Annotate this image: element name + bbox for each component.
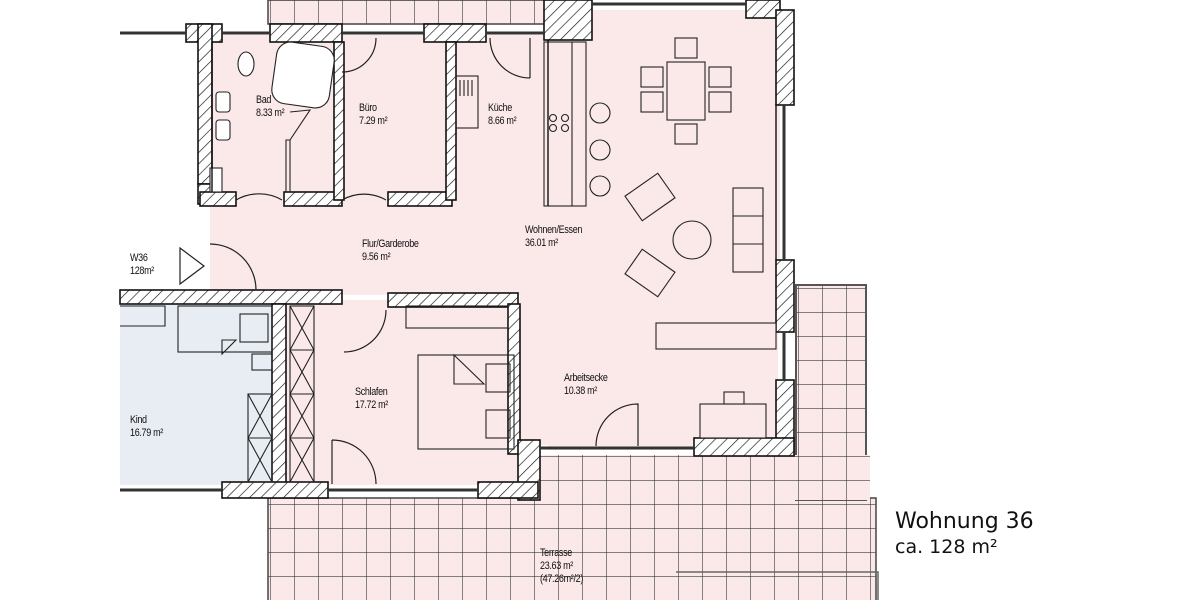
room-name: Bad [256,94,272,106]
room-name: Wohnen/Essen [525,224,583,236]
room-area: 16.79 m² [130,427,163,439]
room-area: 36.01 m² [525,237,558,249]
terrace-top [267,0,547,25]
room-area: 8.66 m² [488,115,517,127]
terrace-bottom [267,284,879,600]
living-furniture [624,37,777,439]
room-area: 9.56 m² [362,251,391,263]
room-label-terrasse: Terrasse 23.63 m² (47.26m²/2) [540,547,583,586]
room-area: 23.63 m² [540,560,573,572]
room-label-kueche: Küche 8.66 m² [488,102,517,128]
bedroom-furniture [120,305,515,483]
room-name: Schlafen [355,386,388,398]
room-label-schlafen: Schlafen 17.72 m² [355,386,388,412]
room-kind-floor [120,300,280,485]
room-label-flur: Flur/Garderobe 9.56 m² [362,238,419,264]
room-name: Kind [130,414,147,426]
windows [120,2,786,492]
room-label-kind: Kind 16.79 m² [130,414,163,440]
bathroom-fixtures [209,41,335,193]
room-area: 7.29 m² [359,115,388,127]
kitchen-fixtures [455,41,611,207]
doors [179,37,639,485]
room-name: Flur/Garderobe [362,238,419,250]
room-name: Küche [488,102,512,114]
room-name: Arbeitsecke [564,372,608,384]
room-area: 8.33 m² [256,107,285,119]
apartment-code: W36 [130,252,148,264]
apartment-area: ca. 128 m² [895,536,998,558]
apartment-title-block: Wohnung 36 ca. 128 m² [895,509,1034,559]
room-label-wohnen-essen: Wohnen/Essen 36.01 m² [525,224,582,250]
room-area: 17.72 m² [355,399,388,411]
apartment-code-label: W36 128m² [130,252,154,278]
apartment-code-area: 128m² [130,265,154,277]
walls [119,0,795,501]
room-label-buero: Büro 7.29 m² [359,102,388,128]
room-area: 10.38 m² [564,385,597,397]
room-note: (47.26m²/2) [540,573,584,585]
room-name: Büro [359,102,377,114]
apartment-title: Wohnung 36 [895,509,1034,534]
room-label-arbeitsecke: Arbeitsecke 10.38 m² [564,372,608,398]
room-label-bad: Bad 8.33 m² [256,94,285,120]
room-name: Terrasse [540,547,572,559]
inner-outlines [211,40,777,260]
